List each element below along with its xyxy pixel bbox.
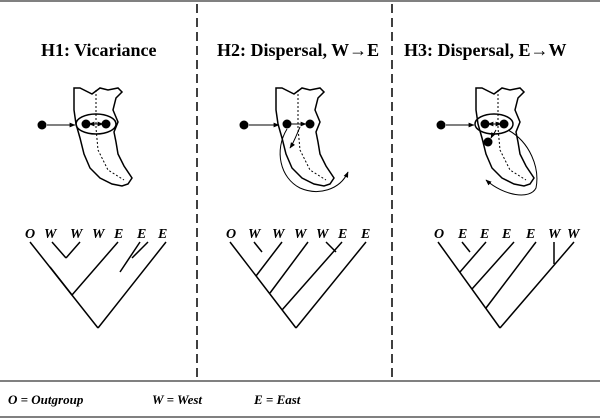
tip-label: E xyxy=(501,227,511,242)
tip-label: E xyxy=(525,227,535,242)
tip-labels: O W W W E E E xyxy=(25,227,167,242)
landmass-map xyxy=(73,87,133,187)
dispersal-route xyxy=(480,119,538,196)
panel-vicariance: H1: Vicariance O W W xyxy=(25,40,167,329)
dispersal-source xyxy=(239,120,280,130)
phylogeny-tree xyxy=(29,241,167,329)
tip-label: E xyxy=(136,227,146,242)
legend: O = Outgroup W = West E = East xyxy=(8,392,301,407)
phylogeny-tree xyxy=(437,241,575,329)
tip-labels: O W W W W E E xyxy=(226,227,370,242)
tip-label: W xyxy=(567,227,581,242)
landmass-map xyxy=(474,87,535,187)
tip-label: W xyxy=(548,227,562,242)
tip-label: W xyxy=(316,227,330,242)
tip-label: W xyxy=(294,227,308,242)
dispersal-route xyxy=(279,119,349,192)
panel-title: H1: Vicariance xyxy=(41,40,156,60)
tip-label: E xyxy=(113,227,123,242)
panel-dispersal-e-to-w: H3: Dispersal, E→W O xyxy=(404,40,581,329)
legend-outgroup: O = Outgroup xyxy=(8,392,84,407)
panel-title: H3: Dispersal, E→W xyxy=(404,40,567,60)
tip-label: W xyxy=(248,227,262,242)
vicariance-split xyxy=(81,119,111,129)
tip-label: O xyxy=(25,227,35,242)
landmass-map xyxy=(275,87,335,187)
tip-label: E xyxy=(457,227,467,242)
tip-labels: O E E E E W W xyxy=(434,227,581,242)
tip-label: W xyxy=(92,227,106,242)
tip-label: W xyxy=(70,227,84,242)
panel-dispersal-w-to-e: H2: Dispersal, W→E O W xyxy=(217,40,379,329)
dispersal-source xyxy=(436,120,475,130)
dispersal-source xyxy=(37,120,76,130)
tip-label: W xyxy=(272,227,286,242)
tip-label: W xyxy=(44,227,58,242)
tip-label: E xyxy=(360,227,370,242)
legend-west: W = West xyxy=(152,392,202,407)
tip-label: O xyxy=(226,227,236,242)
tip-label: E xyxy=(157,227,167,242)
phylogeny-tree xyxy=(229,241,367,329)
tip-label: O xyxy=(434,227,444,242)
panel-title: H2: Dispersal, W→E xyxy=(217,40,379,60)
tip-label: E xyxy=(479,227,489,242)
tip-label: E xyxy=(337,227,347,242)
legend-east: E = East xyxy=(253,392,301,407)
